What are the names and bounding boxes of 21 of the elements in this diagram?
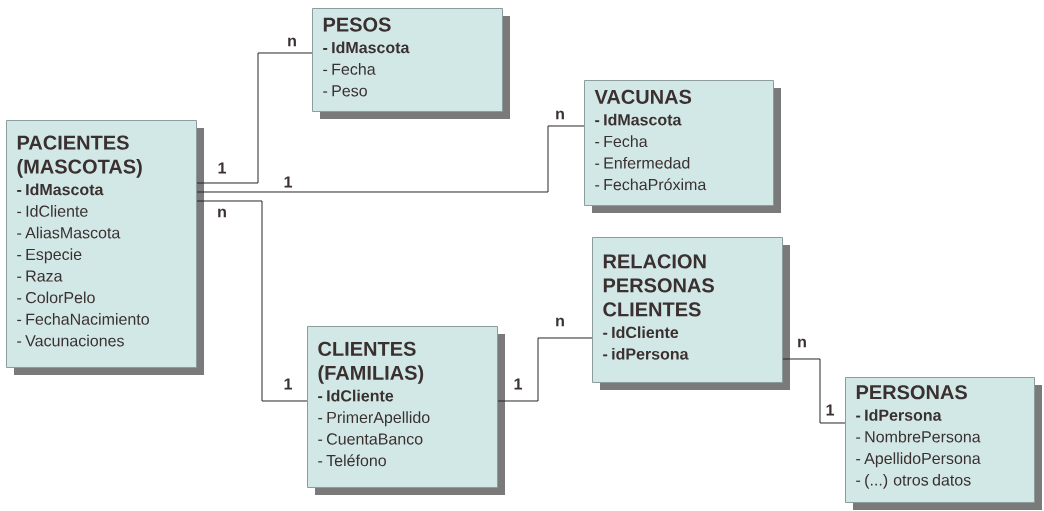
cardinality-label: 1 <box>284 176 292 188</box>
cardinality-label: n <box>288 37 296 47</box>
cardinality-label: n <box>556 317 564 327</box>
cardinality-label: 1 <box>514 378 522 390</box>
cardinality-label: n <box>218 208 226 218</box>
connector-line <box>196 52 313 184</box>
table-box: PESOS - IdMascota - Fecha - Peso <box>312 8 510 119</box>
table-box: PACIENTES (MASCOTAS) - IdMascota - IdCliente - AliasMascota - Especie - Raza - ColorPelo - FechaNacimiento - Vacunaciones <box>6 120 204 375</box>
connector-line <box>196 200 308 402</box>
table-box: RELACION PERSONAS CLIENTES - IdCliente - idPersona <box>592 237 790 390</box>
cardinality-label: 1 <box>218 162 226 174</box>
cardinality-label: n <box>798 338 806 348</box>
connector-line <box>196 125 585 193</box>
cardinality-label: 1 <box>826 404 834 416</box>
cardinality-label: 1 <box>284 378 292 390</box>
connector-line <box>497 337 593 402</box>
table-box: CLIENTES (FAMILIAS) - IdCliente - PrimerApellido - CuentaBanco - Teléfono <box>307 326 505 495</box>
connector-line <box>782 358 846 424</box>
table-box: VACUNAS - IdMascota - Fecha - Enfermedad - FechaPróxima <box>584 80 781 213</box>
table-box: PERSONAS - IdPersona - NombrePersona - ApellidoPersona - (...) otros datos <box>845 377 1042 510</box>
cardinality-label: n <box>556 110 564 120</box>
